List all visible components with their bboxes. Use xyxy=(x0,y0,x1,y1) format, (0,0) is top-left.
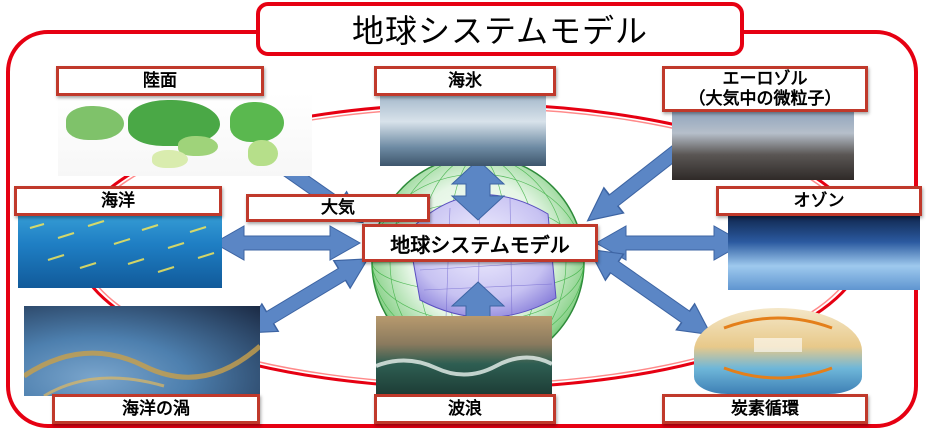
aerosol-photo xyxy=(672,108,854,180)
fish-school-icon xyxy=(29,220,215,273)
node-ocean-label: 海洋 xyxy=(14,186,222,216)
arrow-carbon-cycle xyxy=(588,248,712,336)
waves-painting xyxy=(376,316,552,396)
arrow-sea-ice xyxy=(450,159,506,221)
node-ozone-label: オゾン xyxy=(716,186,922,216)
aerosol-label-line1: エーロゾル xyxy=(722,68,808,89)
diagram-title: 地球システムモデル xyxy=(256,2,744,56)
center-model-label: 地球システムモデル xyxy=(362,224,598,262)
carbon-cycle-diagram-image xyxy=(694,308,862,394)
ocean-fish-photo xyxy=(18,208,222,288)
node-aerosol-label: エーロゾル （大気中の微粒子） xyxy=(662,66,868,112)
node-waves-label: 波浪 xyxy=(374,394,556,424)
ocean-eddy-image xyxy=(24,306,260,396)
node-ocean-eddy-label: 海洋の渦 xyxy=(52,394,260,424)
node-sea-ice-label: 海氷 xyxy=(374,66,556,96)
aerosol-label-line2: （大気中の微粒子） xyxy=(688,89,842,109)
land-map-image xyxy=(58,92,312,176)
ozone-earth-photo xyxy=(728,210,920,290)
sea-ice-photo xyxy=(380,92,546,166)
wave-crest-icon xyxy=(376,355,552,377)
node-land-label: 陸面 xyxy=(56,66,264,96)
node-atmosphere-label: 大気 xyxy=(246,194,430,222)
carbon-cycle-icon xyxy=(723,316,833,380)
node-carbon-cycle-label: 炭素循環 xyxy=(662,394,868,424)
arrow-ocean xyxy=(212,225,362,261)
eddy-swirl-icon xyxy=(24,344,260,396)
